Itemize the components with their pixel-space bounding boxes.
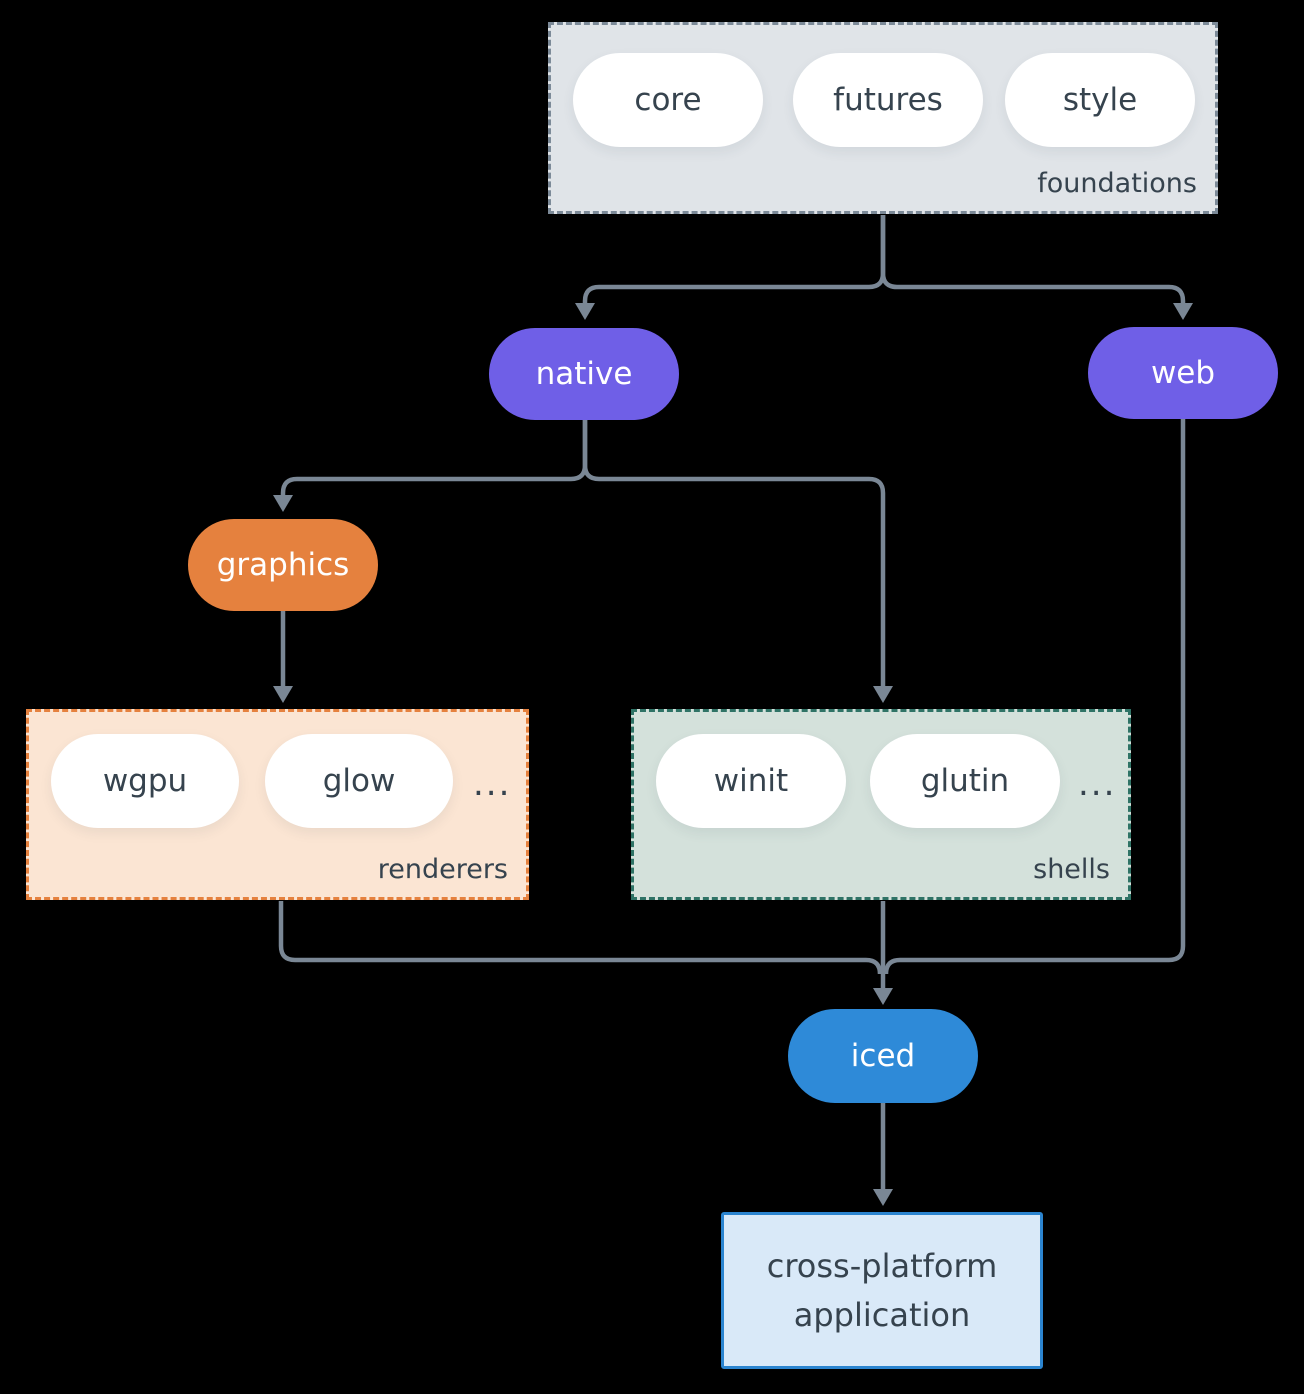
node-winit-label: winit bbox=[713, 763, 789, 799]
shells-group-label: shells bbox=[1033, 854, 1110, 885]
node-native: native bbox=[489, 328, 679, 420]
cross-platform-application-box: cross-platform application bbox=[721, 1212, 1043, 1369]
node-glutin-label: glutin bbox=[920, 763, 1010, 799]
edge-foundations-native bbox=[582, 215, 886, 303]
node-core: core bbox=[573, 53, 763, 147]
renderers-group-label: renderers bbox=[377, 854, 508, 885]
edge-native-shells bbox=[582, 420, 886, 686]
node-graphics: graphics bbox=[188, 519, 378, 611]
application-label-line2: application bbox=[793, 1295, 971, 1334]
node-native-label: native bbox=[535, 356, 633, 392]
foundations-group-label: foundations bbox=[1037, 168, 1197, 199]
arrowhead-to-native bbox=[575, 303, 595, 320]
node-winit: winit bbox=[656, 734, 846, 828]
node-web-label: web bbox=[1150, 355, 1216, 391]
arrowhead-to-graphics bbox=[273, 495, 293, 512]
node-futures-label: futures bbox=[833, 82, 943, 118]
foundations-group: core futures style foundations bbox=[548, 22, 1218, 214]
shells-group: winit glutin ... shells bbox=[631, 709, 1131, 900]
node-futures: futures bbox=[793, 53, 983, 147]
node-glow: glow bbox=[265, 734, 453, 828]
arrowhead-to-shells bbox=[873, 686, 893, 703]
edge-renderers-iced bbox=[278, 901, 883, 975]
node-iced-label: iced bbox=[850, 1038, 916, 1074]
node-core-label: core bbox=[634, 82, 702, 118]
edge-foundations-web bbox=[880, 215, 1186, 303]
application-label-line1: cross-platform bbox=[766, 1247, 998, 1286]
node-graphics-label: graphics bbox=[216, 547, 350, 583]
node-wgpu-label: wgpu bbox=[102, 763, 188, 799]
node-style: style bbox=[1005, 53, 1195, 147]
node-glow-label: glow bbox=[322, 763, 396, 799]
renderers-group: wgpu glow ... renderers bbox=[26, 709, 529, 900]
shells-ellipsis: ... bbox=[1078, 764, 1117, 804]
edge-native-graphics bbox=[280, 420, 588, 495]
node-wgpu: wgpu bbox=[51, 734, 239, 828]
node-style-label: style bbox=[1062, 82, 1138, 118]
arrowhead-to-application bbox=[873, 1189, 893, 1206]
node-web: web bbox=[1088, 327, 1278, 419]
arrowhead-to-renderers bbox=[273, 686, 293, 703]
node-iced: iced bbox=[788, 1009, 978, 1103]
arrowhead-to-web bbox=[1173, 303, 1193, 320]
arrowhead-to-iced bbox=[873, 988, 893, 1005]
node-glutin: glutin bbox=[870, 734, 1060, 828]
renderers-ellipsis: ... bbox=[473, 764, 512, 804]
